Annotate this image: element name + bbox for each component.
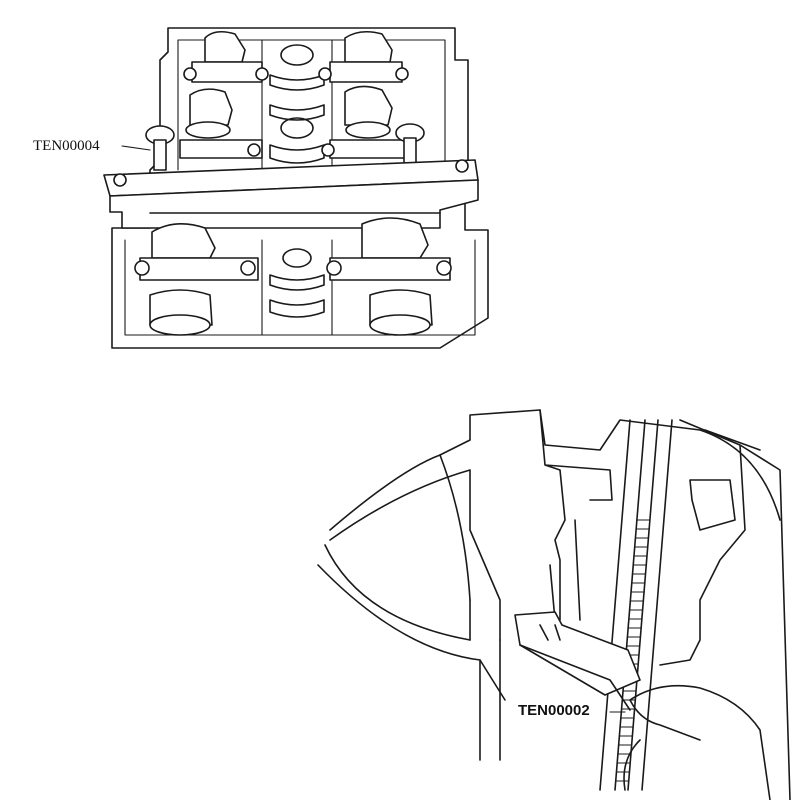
top-label-leader (121, 145, 151, 151)
cover-left-line (329, 469, 501, 641)
lower-camshaft-caps (134, 217, 452, 336)
engine-cover-contour (329, 409, 781, 531)
upper-camshaft-caps (179, 30, 413, 159)
figure-label-top: TEN00004 (33, 138, 100, 154)
alignment-bar (103, 159, 479, 229)
bracket (539, 409, 613, 621)
tensioner-tool (514, 611, 641, 711)
cylinder-head-outline (111, 27, 489, 349)
housing-right (659, 419, 791, 800)
figure-label-bottom: TEN00002 (518, 702, 590, 719)
center-gallery (261, 39, 333, 336)
hand (623, 684, 771, 800)
cylinder-head-inner (124, 39, 476, 336)
